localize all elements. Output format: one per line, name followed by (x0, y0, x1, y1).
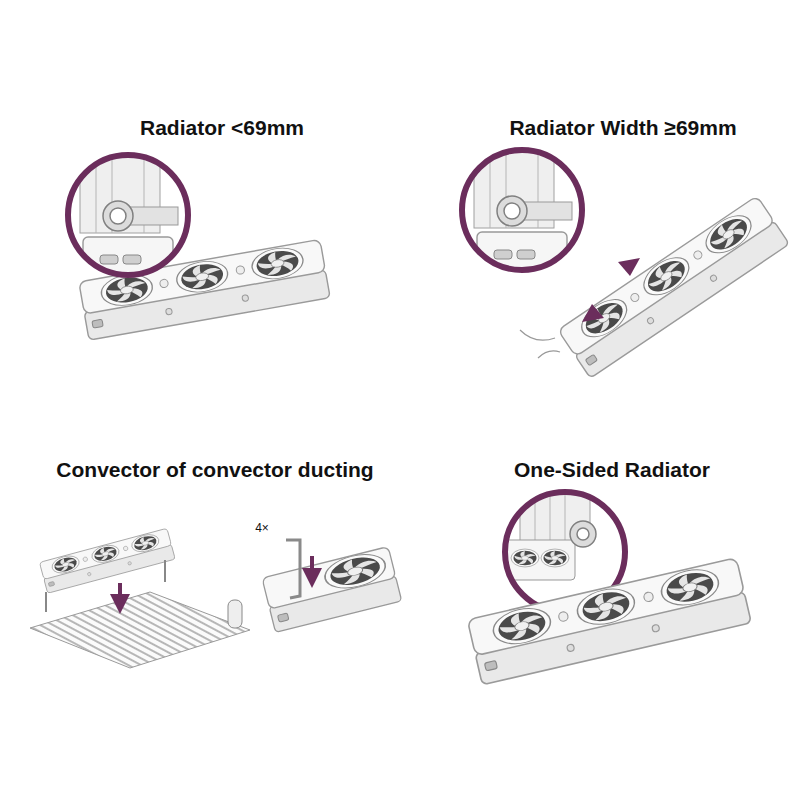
mounting-clip (286, 540, 300, 598)
motion-marks (520, 330, 560, 358)
panel-heading: Radiator <69mm (140, 116, 304, 140)
bar-end-closeup (262, 547, 402, 633)
panel-heading: Convector of convector ducting (56, 458, 373, 482)
magnifier (58, 145, 198, 285)
fan-bar (39, 528, 175, 612)
clip-arrow (312, 556, 313, 578)
panel-heading: One-Sided Radiator (514, 458, 710, 482)
insert-arrow (120, 583, 121, 604)
panel-heading: Radiator Width ≥69mm (509, 116, 736, 140)
fan-bar (467, 558, 751, 685)
fan-bar (558, 196, 789, 378)
magnifier (452, 140, 592, 280)
quantity-label: 4× (255, 521, 269, 535)
convector-fins (30, 592, 250, 668)
width-arrows (582, 258, 640, 322)
